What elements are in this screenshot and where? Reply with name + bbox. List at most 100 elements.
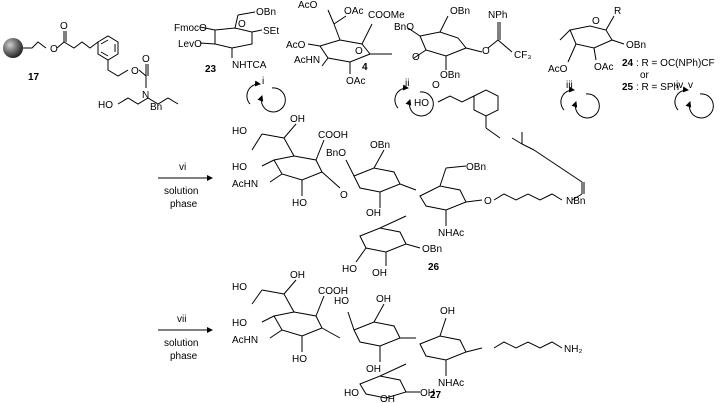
product-26-structure: HO OH COOH HO AcHN HO O BnO OBn OH OBn N… (232, 80, 585, 279)
step-vii-arrow: vii solution phase (158, 314, 213, 362)
nhac-26-label: NHAc (438, 228, 464, 239)
obn-26b-label: OBn (466, 162, 486, 173)
oh-26c-label: OH (372, 268, 387, 279)
coome-4-label: COOMe (368, 10, 405, 21)
reagent-24-text: : R = OC(NPh)CF (636, 58, 715, 69)
ring-o-4b-label: O (482, 46, 490, 57)
step-vi-solution: solution (164, 186, 198, 197)
aco-24-label: AcO (548, 64, 568, 75)
o-ester-label: O (50, 44, 58, 55)
ring-o-4a-label: O (355, 46, 363, 57)
step-vii-label: vii (177, 314, 186, 325)
o-26-label: O (340, 190, 348, 201)
product-27-structure: HO OH COOH HO AcHN HO HO OH OH OH NHAc N… (232, 270, 582, 403)
ho-27d-label: HO (334, 296, 349, 307)
nh2-27-label: NH₂ (564, 344, 582, 355)
o-link-26-label: O (484, 196, 492, 207)
nph-4-label: NPh (488, 10, 507, 21)
compound-24-label: 24 (622, 58, 634, 69)
compound-27-label: 27 (430, 390, 442, 401)
donor-24-25-structure: O R OBn OAc AcO 24 : R = OC(NPh)CF or 25… (548, 6, 715, 93)
obn-26c-label: OBn (422, 244, 442, 255)
obn-4b-label: OBn (440, 70, 460, 81)
oh-26a-label: OH (290, 114, 305, 125)
cycle-step-i: i (246, 76, 286, 113)
obn-24-label: OBn (626, 40, 646, 51)
aco-4a-label: AcO (298, 0, 318, 11)
oac-24-label: OAc (594, 62, 613, 73)
oac-4b-label: OAc (346, 76, 365, 87)
resin-linker-17: O O O O N Bn HO 17 (3, 21, 179, 113)
obn-26a-label: OBn (370, 140, 390, 151)
o-carbonyl-label: O (60, 21, 68, 32)
compound-17-label: 17 (28, 72, 40, 83)
bn-label: Bn (150, 102, 162, 113)
oh-26b-label: OH (366, 208, 381, 219)
step-iv-v-label: iv, v (676, 80, 693, 91)
nbn-26-label: NBn (566, 196, 585, 207)
set-23-label: SEt (263, 26, 279, 37)
oh-27b-label: OH (376, 294, 391, 305)
bno-26-label: BnO (326, 148, 346, 159)
o-carbamate-label: O (131, 66, 139, 77)
ho-label: HO (98, 100, 113, 111)
ho-26c-label: HO (292, 198, 307, 209)
lev-23-label: LevO (178, 39, 202, 50)
o-carbamate-carbonyl-label: O (142, 54, 150, 65)
ho-27a-label: HO (232, 282, 247, 293)
aco-4b-label: AcO (286, 40, 306, 51)
compound-4-label: 4 (362, 62, 368, 73)
cf3-4-label: CF₃ (514, 50, 531, 61)
ho-27e-label: HO (344, 388, 359, 399)
compound-26-label: 26 (428, 262, 440, 273)
donor-23-structure: O OBn FmocO LevO SEt NHTCA 23 (174, 7, 279, 75)
oh-27d-label: OH (440, 306, 455, 317)
ho-26d-label: HO (342, 264, 357, 275)
bno-4-label: BnO (394, 22, 414, 33)
step-vi-arrow: vi solution phase (158, 162, 213, 210)
step-i-label: i (262, 76, 264, 87)
step-vii-phase: phase (170, 351, 198, 362)
achn-26-label: AcHN (232, 179, 258, 190)
reagent-25-text: : R = SPh (636, 82, 679, 93)
oac-4a-label: OAc (344, 6, 363, 17)
step-ii-label: ii (405, 78, 409, 89)
donor-4-structure: OAc AcO AcO AcHN OAc COOMe O 4 O OBn BnO… (286, 0, 531, 87)
resin-bead-icon (3, 38, 23, 58)
achn-27-label: AcHN (232, 335, 258, 346)
step-vi-label: vi (179, 162, 186, 173)
oh-27e-label: OH (420, 388, 435, 399)
step-iii-label: iii (566, 80, 573, 91)
cycle-step-iv-v: iv, v (674, 80, 714, 119)
cooh-27-label: COOH (318, 286, 348, 297)
ho-26a-label: HO (232, 126, 247, 137)
ho-acid-26-label: HO (414, 98, 429, 109)
cycle-step-iii: iii (560, 80, 600, 119)
ho-27b-label: HO (232, 318, 247, 329)
nhtca-23-label: NHTCA (232, 60, 267, 71)
r-24-label: R (614, 6, 621, 17)
step-vii-solution: solution (164, 338, 198, 349)
oh-27a-label: OH (290, 270, 305, 281)
compound-23-label: 23 (205, 64, 217, 75)
obn-23-label: OBn (256, 7, 276, 18)
ho-27c-label: HO (292, 354, 307, 365)
fmoc-23-label: FmocO (174, 23, 207, 34)
o-acid-26-label: O (432, 80, 440, 91)
nhac-27-label: NHAc (438, 378, 464, 389)
n-label: N (142, 90, 149, 101)
or-text: or (640, 70, 650, 81)
compound-25-label: 25 (622, 82, 634, 93)
oh-27c-label: OH (366, 364, 381, 375)
oh-27f-label: OH (380, 394, 395, 403)
ho-26b-label: HO (232, 162, 247, 173)
step-vi-phase: phase (170, 199, 198, 210)
cycle-step-ii: ii (394, 78, 434, 117)
o-glyco-4-label: O (412, 52, 420, 63)
achn-4-label: AcHN (294, 55, 320, 66)
ring-o-24-label: O (592, 16, 600, 27)
obn-4a-label: OBn (450, 6, 470, 17)
cooh-26-label: COOH (318, 130, 348, 141)
ring-o-23-label: O (238, 19, 246, 30)
